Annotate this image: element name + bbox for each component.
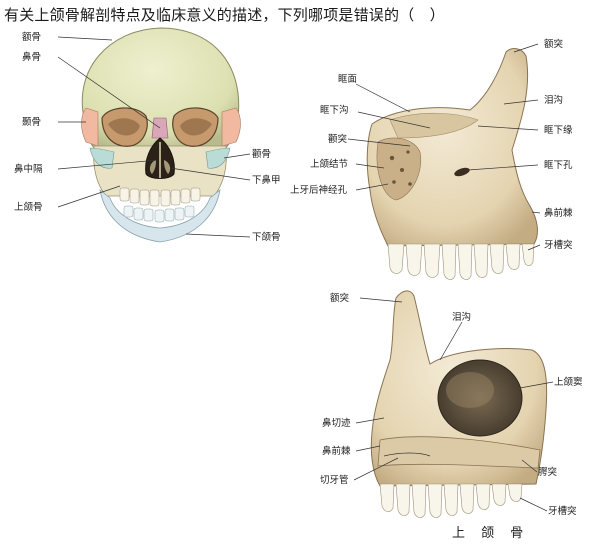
label-inferior-concha: 下鼻甲 <box>252 174 281 186</box>
label-nasal: 鼻骨 <box>22 51 41 63</box>
maxilla-lateral-view <box>366 48 538 280</box>
label-med-incisive-canal: 切牙管 <box>320 474 349 486</box>
label-lat-frontal-process: 额突 <box>544 38 564 50</box>
label-lat-posterior-alveolar-foramina: 上牙后神经孔 <box>290 184 348 196</box>
label-lat-maxillary-tuberosity: 上颌结节 <box>310 158 348 170</box>
label-med-nasal-notch: 鼻切迹 <box>322 417 351 429</box>
label-lat-alveolar-process: 牙槽突 <box>544 239 573 251</box>
label-frontal: 额骨 <box>22 31 41 43</box>
label-maxilla: 上颌骨 <box>14 201 43 213</box>
label-lat-zygomatic-process: 颧突 <box>328 133 348 145</box>
upper-teeth <box>119 187 201 207</box>
inferior-concha <box>164 160 171 174</box>
zygomatic-bone-right <box>205 147 231 169</box>
label-mandible: 下颌骨 <box>252 231 281 243</box>
figure-caption: 上 颌 骨 <box>452 526 529 541</box>
infraorbital-foramen <box>454 167 470 177</box>
label-med-alveolar-process: 牙槽突 <box>548 505 577 517</box>
label-lat-orbital-surface: 眶面 <box>338 74 357 85</box>
skull-front-view <box>81 27 241 243</box>
label-med-maxillary-sinus: 上颌窦 <box>554 376 583 388</box>
lower-teeth <box>123 205 195 223</box>
label-temporal: 颞骨 <box>22 117 41 128</box>
maxilla-lateral-body <box>366 48 538 247</box>
temporal-bone-left <box>81 107 99 147</box>
label-med-anterior-nasal-spine: 鼻前棘 <box>322 445 351 457</box>
lateral-leader-lines <box>347 43 541 251</box>
maxilla-medial-view <box>370 290 548 518</box>
skull-leader-lines <box>57 36 251 238</box>
label-zygomatic: 颧骨 <box>252 148 271 160</box>
mandible <box>99 189 221 243</box>
lateral-teeth <box>387 243 535 280</box>
temporal-bone-right <box>221 107 241 147</box>
palatine-process <box>377 436 541 469</box>
maxillary-sinus <box>437 359 523 437</box>
label-septum: 鼻中隔 <box>14 163 43 175</box>
label-lat-infraorbital-margin: 眶下缘 <box>544 124 573 136</box>
label-lat-lacrimal-groove: 泪沟 <box>544 94 563 106</box>
label-lat-infraorbital-foramen: 眶下孔 <box>544 160 573 171</box>
label-med-lacrimal-groove: 泪沟 <box>452 311 471 323</box>
label-med-frontal-process: 额突 <box>330 292 350 304</box>
medial-teeth <box>379 483 523 518</box>
label-lat-anterior-nasal-spine: 鼻前棘 <box>544 207 573 219</box>
label-med-palatine-process: 腭突 <box>538 466 558 478</box>
question-text: 有关上颌骨解剖特点及临床意义的描述，下列哪项是错误的（ ） <box>4 6 445 24</box>
label-lat-infraorbital-groove: 眶下沟 <box>320 104 349 116</box>
medial-leader-lines <box>353 297 554 512</box>
zygomatic-bone-left <box>89 147 115 169</box>
